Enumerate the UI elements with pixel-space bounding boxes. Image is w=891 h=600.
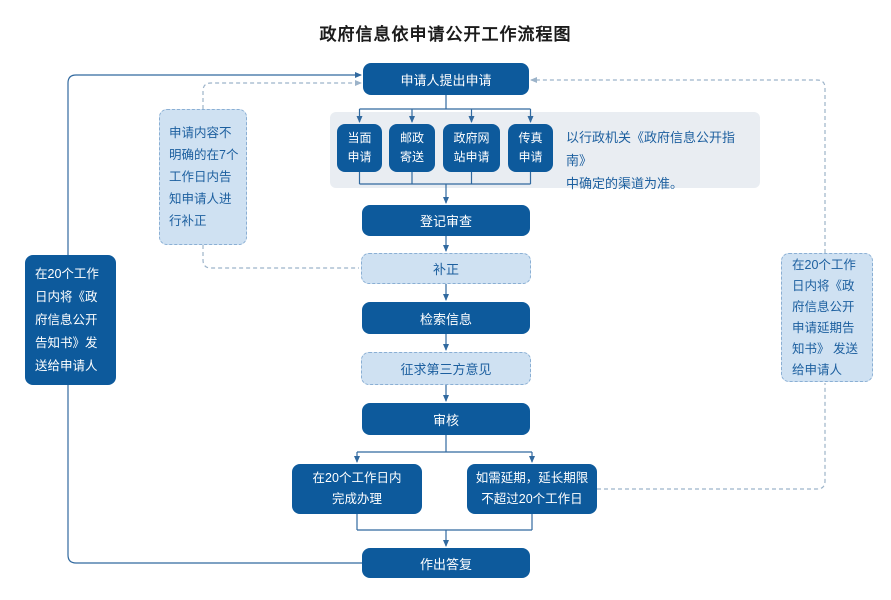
node-channel-in-person: 当面 申请 xyxy=(337,124,382,172)
node-supplement: 补正 xyxy=(361,253,531,284)
note-channel-guide: 以行政机关《政府信息公开指南》 中确定的渠道为准。 xyxy=(566,130,736,191)
node-third-party-opinion: 征求第三方意见 xyxy=(361,352,531,385)
node-extension: 如需延期，延长期限 不超过20个工作日 xyxy=(467,464,597,514)
note-extension-notice: 在20个工作 日内将《政 府信息公开 申请延期告 知书》 发送 给申请人 xyxy=(781,253,873,382)
solid-connectors xyxy=(67,72,535,564)
node-channel-fax: 传真 申请 xyxy=(508,124,553,172)
note-correction: 申请内容不 明确的在7个 工作日内告 知申请人进 行补正 xyxy=(159,109,247,245)
node-review: 审核 xyxy=(362,403,530,435)
node-channel-website: 政府网 站申请 xyxy=(443,124,500,172)
note-disclosure-notice: 在20个工作 日内将《政 府信息公开 告知书》发 送给申请人 xyxy=(25,255,116,385)
node-search-info: 检索信息 xyxy=(362,302,530,334)
node-reply: 作出答复 xyxy=(362,548,530,578)
node-apply: 申请人提出申请 xyxy=(363,63,529,95)
node-channel-mail: 邮政 寄送 xyxy=(389,124,435,172)
node-complete-within-20-days: 在20个工作日内 完成办理 xyxy=(292,464,422,514)
page-title: 政府信息依申请公开工作流程图 xyxy=(319,25,572,44)
dashed-connectors xyxy=(202,77,826,490)
node-register-review: 登记审查 xyxy=(362,205,530,236)
